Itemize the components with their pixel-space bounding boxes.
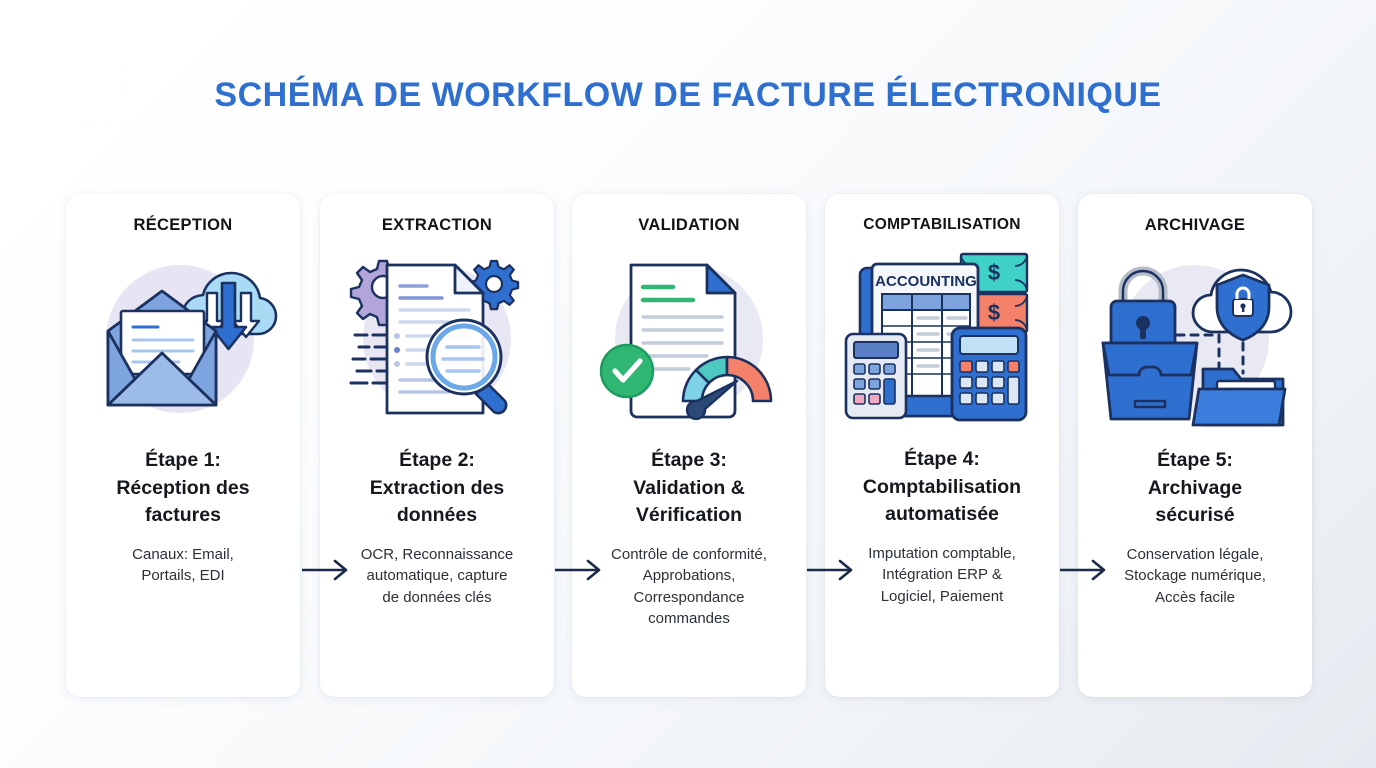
envelope-cloud-download-icon: [83, 243, 283, 433]
open-envelope-icon: [106, 289, 218, 407]
download-arrow-large-icon: [209, 281, 248, 351]
document-check-gauge-icon: [589, 243, 789, 433]
step-header-4: COMPTABILISATION: [863, 216, 1021, 233]
page-title: SCHÉMA DE WORKFLOW DE FACTURE ÉLECTRONIQ…: [214, 76, 1162, 114]
flow-arrow-2: [555, 557, 607, 583]
step-title-4: Étape 4: Comptabilisation automatisée: [862, 448, 1022, 526]
flow-arrow-3: [807, 557, 859, 583]
workflow-step-card-5: ARCHIVAGE: [1078, 194, 1312, 697]
step-description-1: Canaux: Email, Portails, EDI: [132, 546, 234, 585]
check-circle-green-icon: [599, 343, 655, 399]
workflow-step-card-2: EXTRACTION: [320, 194, 554, 697]
step-header-5: ARCHIVAGE: [1144, 216, 1246, 234]
step-header-3: VALIDATION: [638, 216, 740, 234]
workflow-diagram: RÉCEPTION: [66, 194, 1312, 697]
step-title-3: Étape 3: Validation & Vérification: [633, 449, 745, 527]
step-header-1: RÉCEPTION: [133, 216, 233, 234]
dashed-connectors-icon: [1175, 333, 1245, 375]
workflow-step-card-4: COMPTABILISATION $ $: [825, 194, 1059, 697]
step-header-2: EXTRACTION: [381, 216, 493, 234]
step-description-4: Imputation comptable, Intégration ERP & …: [868, 545, 1016, 605]
step-description-2: OCR, Reconnaissance automatique, capture…: [360, 546, 514, 606]
step-description-3: Contrôle de conformité, Approbations, Co…: [611, 546, 767, 627]
flow-arrow-4: [1060, 557, 1112, 583]
workflow-step-card-1: RÉCEPTION: [66, 194, 300, 697]
folder-icon: [1191, 367, 1287, 427]
gauge-meter-icon: [681, 355, 773, 421]
ledger-title-label: ACCOUNTING: [875, 273, 977, 290]
step-title-2: Étape 2: Extraction des données: [369, 449, 505, 527]
file-tray-icon: [1101, 341, 1199, 421]
calculator-left-icon: [844, 332, 908, 420]
step-description-5: Conservation légale, Stockage numérique,…: [1124, 546, 1266, 606]
document-magnifier-gears-icon: [337, 243, 537, 433]
shield-lock-icon: [1215, 273, 1271, 342]
flow-arrow-1: [302, 557, 354, 583]
calculator-right-icon: [950, 326, 1028, 422]
step-title-1: Étape 1: Réception des factures: [116, 449, 250, 527]
step-title-5: Étape 5: Archivage sécurisé: [1147, 449, 1243, 527]
workflow-step-card-3: VALIDATION: [572, 194, 806, 697]
padlock-icon: [1109, 266, 1177, 355]
magnifying-glass-icon: [425, 318, 508, 415]
svg-text:$: $: [988, 260, 1000, 285]
svg-text:$: $: [988, 300, 1000, 325]
accounting-ledger-calculators-icon: $ $ ACCOUNTING: [842, 242, 1042, 432]
padlock-cloud-shield-archive-icon: [1095, 243, 1295, 433]
